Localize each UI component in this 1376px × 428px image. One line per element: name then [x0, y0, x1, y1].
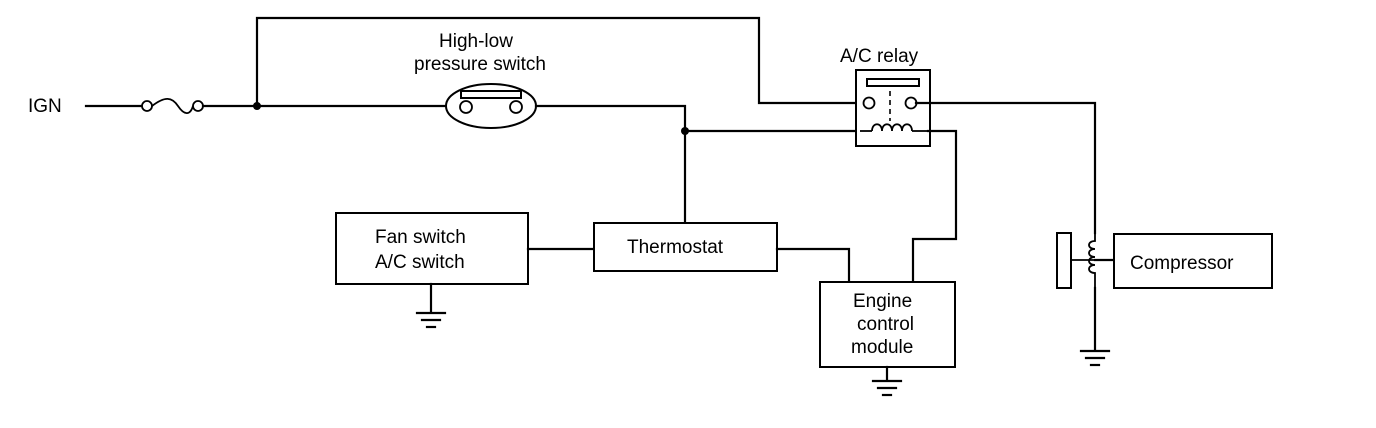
ac-relay — [855, 69, 931, 147]
ecm-label-2: control — [857, 314, 914, 335]
thermostat-label: Thermostat — [627, 237, 724, 258]
high-low-pressure-switch — [445, 83, 537, 129]
coil-to-ecm-wire — [911, 129, 958, 284]
pressure-switch-label-1: High-low — [439, 31, 513, 52]
compressor-ground-icon — [1079, 349, 1111, 367]
pressure-switch-out-wire — [534, 104, 687, 225]
fan-switch-ground-icon — [415, 282, 447, 329]
engine-control-module-box — [819, 281, 956, 368]
ecm-ground-icon — [871, 365, 903, 397]
ecm-label-3: module — [851, 337, 913, 358]
compressor-label: Compressor — [1130, 253, 1234, 274]
relay-switch-feed-wire — [255, 16, 860, 108]
fuse — [84, 97, 448, 115]
compressor-feed-wire — [914, 101, 1097, 235]
thermostat-to-ecm-wire — [775, 247, 851, 284]
compressor-clutch-coil — [1056, 232, 1116, 352]
compressor-box — [1113, 233, 1273, 289]
ign-label: IGN — [28, 96, 62, 117]
ac-relay-label: A/C relay — [840, 46, 919, 67]
ecm-label-1: Engine — [853, 291, 912, 312]
pressure-switch-label-2: pressure switch — [414, 54, 546, 75]
fan-ac-switch-box — [335, 212, 529, 285]
thermostat-box — [593, 222, 778, 272]
fan-switch-label-2: A/C switch — [375, 252, 465, 273]
fan-switch-label-1: Fan switch — [375, 227, 466, 248]
